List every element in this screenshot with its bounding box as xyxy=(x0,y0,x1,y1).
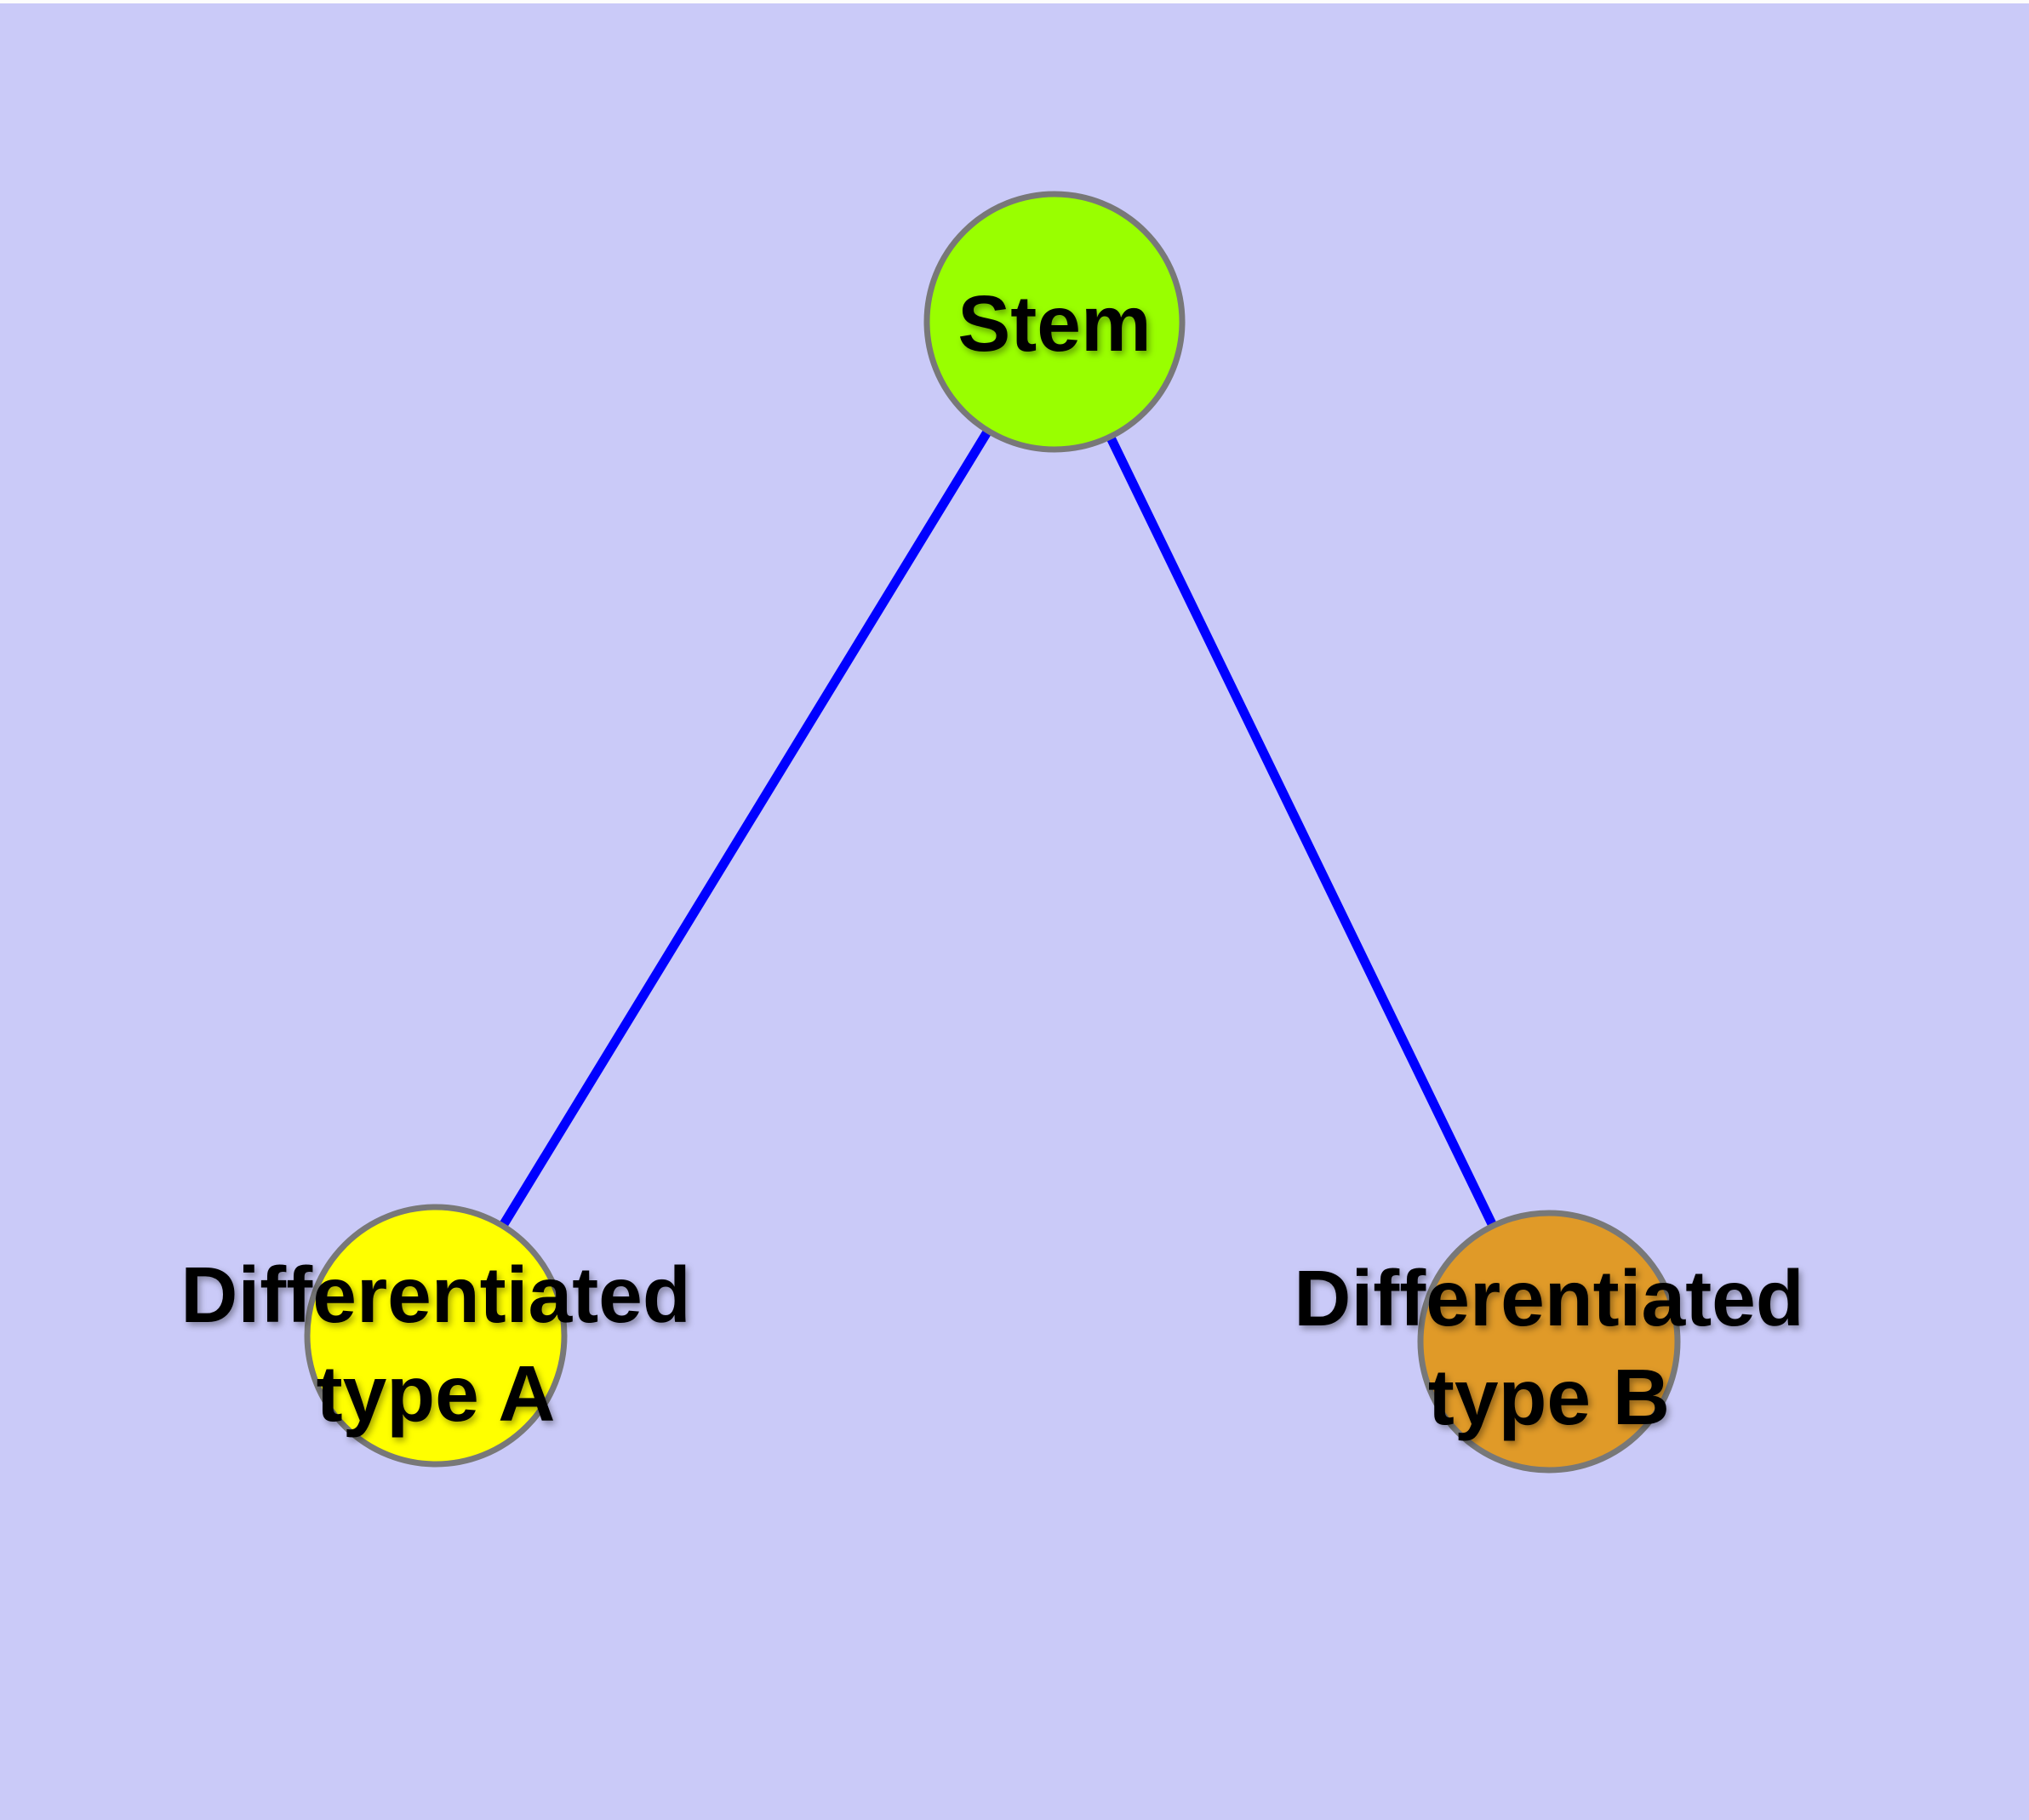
node-type-b-label-line1: Differentiated xyxy=(1294,1254,1803,1342)
node-stem-circle xyxy=(923,191,1186,453)
node-stem-label: Stem xyxy=(957,279,1151,368)
edge-stem-to-type-b xyxy=(1050,319,1553,1344)
node-type-a-circle xyxy=(304,1204,568,1468)
edge-stem-to-type-a xyxy=(432,319,1059,1338)
node-type-a-label-line1: Differentiated xyxy=(180,1251,690,1339)
node-type-a-label-line2: type A xyxy=(317,1349,556,1438)
graph-svg: Stem Differentiated type A Differentiate… xyxy=(180,191,1804,1474)
node-type-b-label-line2: type B xyxy=(1428,1353,1670,1441)
node-type-b-circle xyxy=(1417,1210,1681,1474)
